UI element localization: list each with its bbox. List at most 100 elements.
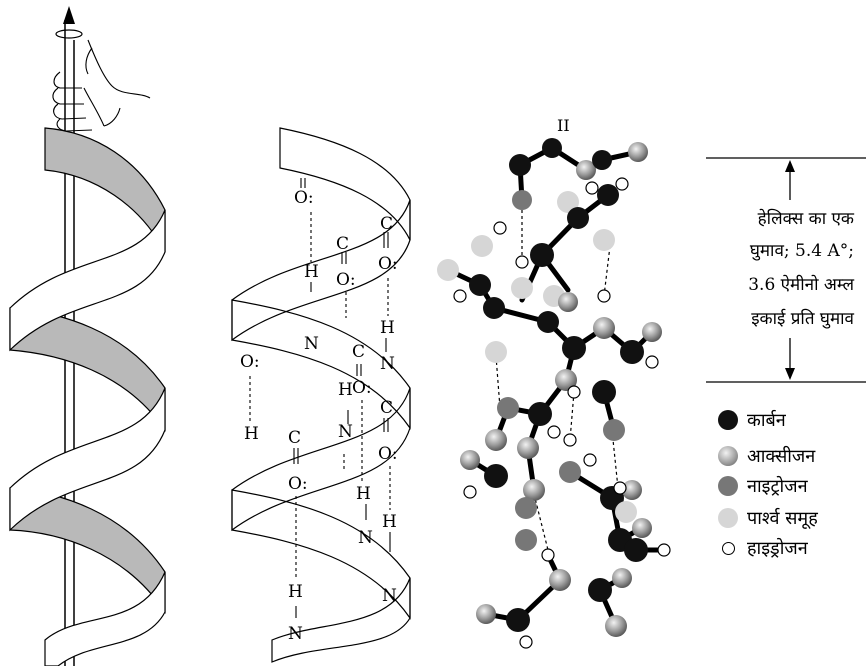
legend-item-nitrogen: नाइट्रोजन	[718, 474, 808, 498]
helix-atom-label: H	[356, 484, 371, 504]
oxygen-atom	[605, 615, 627, 637]
carbon-atom	[528, 402, 552, 426]
oxygen-atom	[555, 369, 577, 391]
nitrogen-swatch-icon	[718, 476, 738, 496]
helix-atom-label: N	[382, 586, 397, 606]
helix-atom-label: O:	[336, 270, 356, 290]
annotation-line-1: हेलिक्स का एक	[757, 209, 854, 229]
carbon-atom	[597, 184, 619, 206]
nitrogen-atom	[559, 461, 581, 483]
legend-item-hydrogen: हाइड्रोजन	[718, 536, 808, 560]
oxygen-atom	[485, 429, 507, 451]
atoms	[437, 138, 671, 649]
helix-atom-label: H	[338, 380, 353, 400]
carbon-atom	[469, 274, 491, 296]
helix-atom-label: H	[382, 512, 397, 532]
side-group-atom	[437, 259, 459, 281]
oxygen-atom	[476, 604, 496, 624]
nitrogen-atom	[512, 190, 532, 210]
hydrogen-atom	[515, 255, 529, 269]
oxygen-atom	[612, 568, 632, 588]
side-group-swatch-icon	[718, 508, 738, 528]
helix-atom-label: N	[288, 624, 303, 644]
hydrogen-atom	[583, 453, 597, 467]
helix-atom-label: O:	[240, 352, 260, 372]
hydrogen-swatch-icon	[722, 541, 735, 555]
legend-item-carbon: कार्बन	[718, 408, 786, 432]
carbon-atom	[624, 538, 648, 562]
legend-item-oxygen: आक्सीजन	[718, 444, 815, 468]
oxygen-atom	[523, 479, 545, 501]
legend-item-side-group: पार्श्व समूह	[718, 506, 818, 530]
helix-atom-label: O:	[294, 188, 314, 208]
oxygen-atom	[632, 518, 652, 538]
helix-ribbon-axis-panel	[9, 6, 166, 666]
nitrogen-atom	[515, 529, 537, 551]
helix-atom-label: H	[380, 318, 395, 338]
arrow-down-icon	[785, 368, 795, 380]
oxygen-atom	[549, 569, 571, 591]
oxygen-atom	[642, 322, 662, 342]
legend-label: पार्श्व समूह	[747, 508, 818, 529]
oxygen-swatch-icon	[718, 446, 738, 466]
hand-icon	[52, 39, 151, 132]
carbon-atom	[506, 608, 530, 632]
helix-atom-label: O:	[352, 378, 372, 398]
axis-arrow-icon	[63, 6, 75, 24]
helix-hbond-panel	[231, 127, 411, 663]
helix-atom-label: O:	[378, 444, 398, 464]
carbon-atom	[530, 243, 554, 267]
hydrogen-atom	[547, 425, 561, 439]
parallel-mark: II	[557, 116, 570, 135]
helix-turn-annotation	[706, 157, 866, 383]
carbon-atom	[567, 207, 589, 229]
carbon-atom	[509, 154, 531, 176]
helix-atom-label: C	[288, 428, 302, 448]
side-group-atom	[485, 341, 507, 363]
carbon-swatch-icon	[718, 410, 738, 430]
side-group-atom	[557, 191, 579, 213]
oxygen-atom	[628, 142, 648, 162]
annotation-line-4: इकाई प्रति घुमाव	[751, 309, 854, 329]
hydrogen-atom	[453, 289, 467, 303]
legend-label: आक्सीजन	[747, 446, 816, 467]
hbond-dashes	[495, 210, 619, 551]
side-group-atom	[593, 229, 615, 251]
helix-atom-label: H	[288, 582, 303, 602]
hydrogen-atom	[657, 543, 671, 557]
hydrogen-atom	[493, 221, 507, 235]
hydrogen-atom	[645, 355, 659, 369]
hydrogen-atom	[567, 385, 581, 399]
legend-label: नाइट्रोजन	[747, 476, 808, 497]
legend-label: हाइड्रोजन	[747, 538, 808, 559]
nitrogen-atom	[497, 397, 519, 419]
helix-atom-label: N	[338, 422, 353, 442]
helix-atom-label: C	[380, 214, 394, 234]
hydrogen-atom	[541, 548, 555, 562]
helix-atom-label: O:	[288, 474, 308, 494]
annotation-line-2: घुमाव; 5.4 A°;	[749, 241, 854, 261]
carbon-atom	[562, 336, 586, 360]
helix-atom-label: C	[380, 398, 394, 418]
helix-atom-label: C	[352, 342, 366, 362]
carbon-atom	[592, 380, 616, 404]
oxygen-atom	[517, 437, 539, 459]
carbon-atom	[592, 150, 612, 170]
carbon-atom	[537, 311, 559, 333]
oxygen-atom	[558, 292, 578, 312]
hydrogen-atom	[519, 635, 533, 649]
carbon-atom	[483, 297, 505, 319]
helix-atom-label: H	[304, 262, 319, 282]
carbon-atom	[542, 138, 562, 158]
oxygen-atom	[460, 450, 480, 470]
legend-label: कार्बन	[747, 410, 786, 431]
oxygen-atom	[622, 480, 642, 500]
side-group-atom	[615, 501, 637, 523]
carbon-atom	[484, 464, 508, 488]
arrow-up-icon	[785, 160, 795, 172]
helix-atom-label: O:	[378, 254, 398, 274]
oxygen-atom	[593, 317, 615, 339]
hydrogen-atom	[585, 181, 599, 195]
nitrogen-atom	[515, 497, 537, 519]
